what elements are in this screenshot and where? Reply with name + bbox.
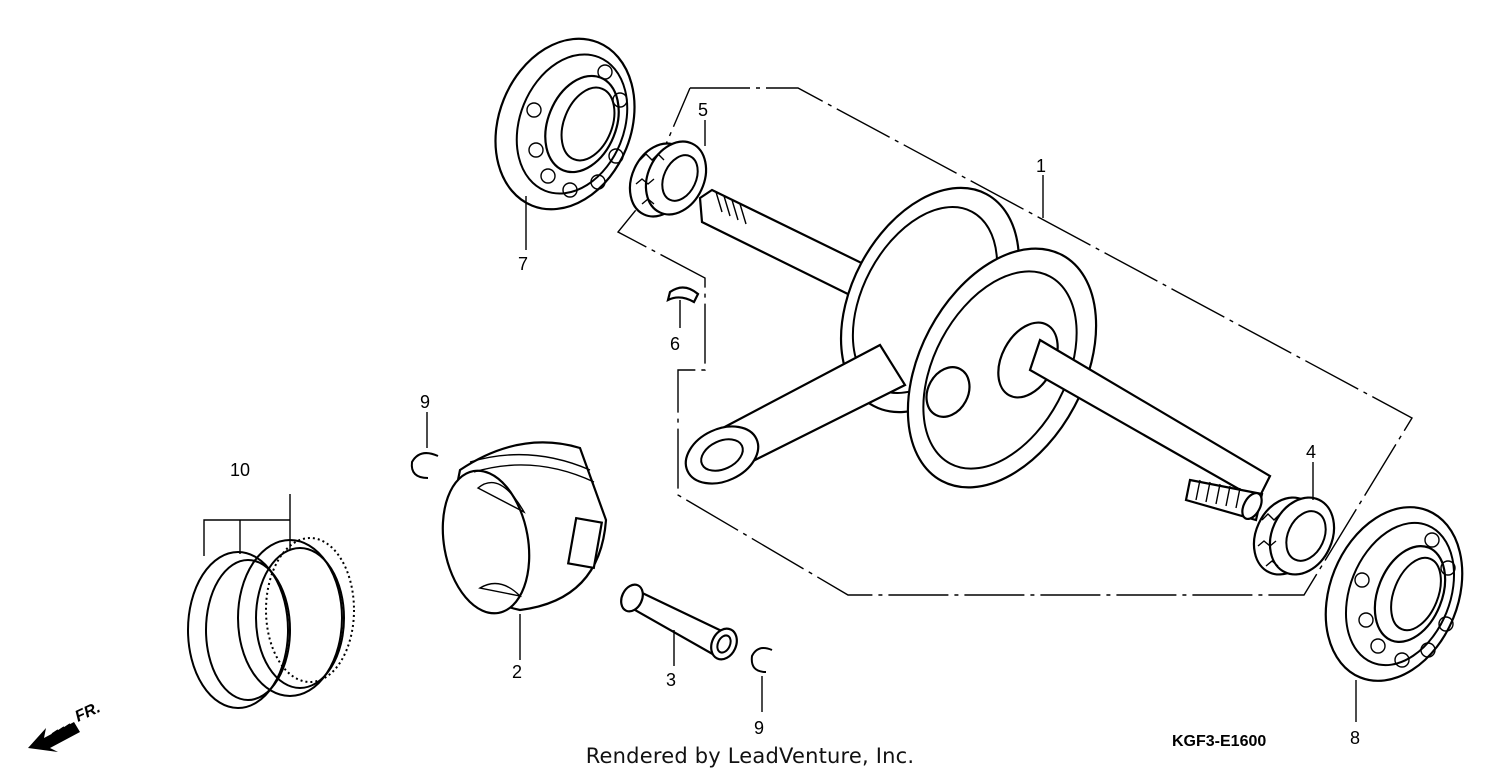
ball-bearing-left[interactable] xyxy=(471,18,659,231)
assembly-group-outline xyxy=(616,87,1413,596)
callout-leaders xyxy=(426,120,1357,722)
crankshaft-assembly[interactable] xyxy=(677,157,1272,522)
piston-pin-clip-upper[interactable] xyxy=(410,452,439,479)
front-marker-label: FR. xyxy=(73,699,104,725)
render-credit: Rendered by LeadVenture, Inc. xyxy=(585,744,915,768)
callout-8: 8 xyxy=(1350,728,1360,748)
woodruff-key[interactable] xyxy=(666,286,700,304)
oil-seal-left[interactable] xyxy=(619,132,718,227)
callout-1: 1 xyxy=(1036,156,1046,176)
piston-ring-set[interactable] xyxy=(187,494,355,709)
callout-9-upper: 9 xyxy=(420,392,430,412)
front-direction-arrow-icon xyxy=(28,722,80,752)
ball-bearing-right[interactable] xyxy=(1301,487,1487,702)
callout-7: 7 xyxy=(518,254,528,274)
callout-9-lower: 9 xyxy=(754,718,764,738)
piston-pin[interactable] xyxy=(617,581,742,663)
piston[interactable] xyxy=(432,441,608,620)
callout-10: 10 xyxy=(230,460,250,480)
diagram-code: KGF3-E1600 xyxy=(1172,733,1266,750)
piston-pin-clip-lower[interactable] xyxy=(750,647,773,673)
callout-3: 3 xyxy=(666,670,676,690)
callout-4: 4 xyxy=(1306,442,1316,462)
callout-6: 6 xyxy=(670,334,680,354)
callout-5: 5 xyxy=(698,100,708,120)
oil-seal-right[interactable] xyxy=(1242,487,1346,585)
callout-2: 2 xyxy=(512,662,522,682)
